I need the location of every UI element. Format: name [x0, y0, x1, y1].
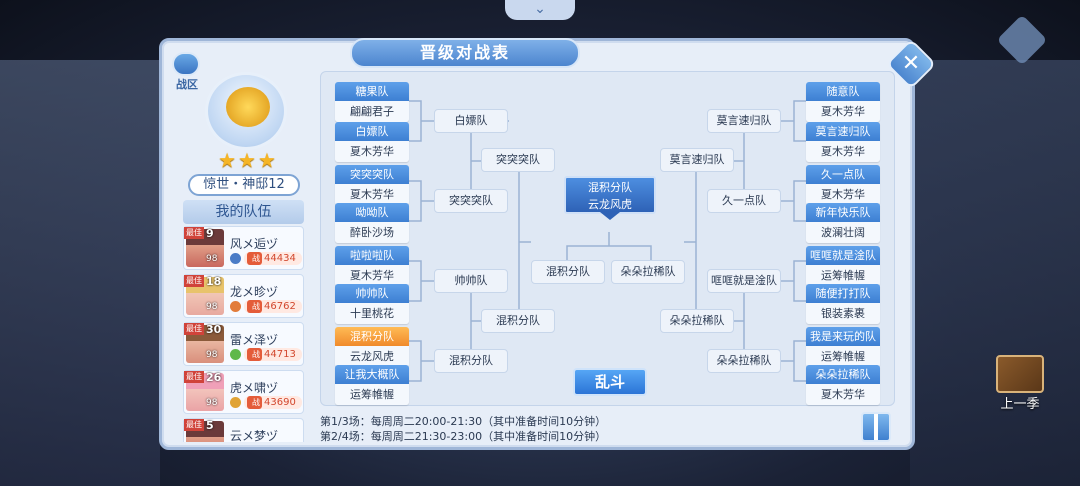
- gift-icon: [874, 414, 878, 440]
- round2-winner[interactable]: 白嫖队: [434, 109, 508, 133]
- class-icon: [230, 349, 241, 360]
- bracket-team-slot[interactable]: 哐哐就是淦队运筹帷幄: [806, 246, 880, 286]
- best-tag: 最佳: [184, 371, 204, 383]
- close-icon[interactable]: ✕: [901, 51, 921, 76]
- best-tag: 最佳: [184, 419, 204, 431]
- my-team-header: 我的队伍: [183, 200, 304, 224]
- bracket-team-slot[interactable]: 随便打打队银装素裹: [806, 284, 880, 324]
- best-tag: 最佳: [184, 227, 204, 239]
- member-name: 云メ梦ヅ: [230, 429, 279, 442]
- book-icon: [996, 355, 1044, 393]
- member-name: 雷メ泽ヅ: [230, 333, 279, 347]
- collapse-arrow-icon[interactable]: ⌄: [505, 0, 575, 20]
- class-icon: [230, 397, 241, 408]
- member-name: 龙メ昣ヅ: [230, 285, 279, 299]
- zone-label: 战区: [176, 78, 198, 91]
- round2-winner[interactable]: 突突突队: [434, 189, 508, 213]
- zone-icon: [172, 52, 200, 76]
- member-level: 98: [206, 350, 218, 360]
- bracket-team-slot[interactable]: 莫言速归队夏木芳华: [806, 122, 880, 162]
- class-icon: [230, 253, 241, 264]
- zone-button[interactable]: 战区: [172, 52, 202, 91]
- semifinal-winner[interactable]: 莫言速归队: [660, 148, 734, 172]
- prev-season-button[interactable]: 上一季: [990, 355, 1050, 415]
- team-member-row[interactable]: 最佳 5 云メ梦ヅ: [183, 418, 304, 442]
- bracket-team-slot[interactable]: 帅帅队十里桃花: [335, 284, 409, 324]
- schedule-line: 第1/3场：每周周二20:00-21:30（其中准备时间10分钟）: [320, 415, 607, 428]
- member-name: 风メ逅ヅ: [230, 237, 279, 251]
- bracket-team-slot-own[interactable]: 混积分队云龙风虎: [335, 327, 409, 367]
- background-right-scene: [910, 60, 1080, 486]
- member-rank: 26: [206, 371, 222, 384]
- schedule-info: 第1/3场：每周周二20:00-21:30（其中准备时间10分钟） 第2/4场：…: [320, 414, 606, 444]
- bracket-team-slot[interactable]: 随意队夏木芳华: [806, 82, 880, 122]
- golden-dragon-icon: [226, 87, 270, 127]
- dragon-emblem-icon: [205, 72, 287, 150]
- final-left[interactable]: 混积分队: [531, 260, 605, 284]
- member-name: 虎メ啸ヅ: [230, 381, 279, 395]
- class-icon: [230, 301, 241, 312]
- champion-leader: 云龙风虎: [588, 198, 632, 211]
- bracket-team-slot[interactable]: 久一点队夏木芳华: [806, 165, 880, 205]
- bracket-team-slot[interactable]: 朵朵拉稀队夏木芳华: [806, 365, 880, 405]
- round2-winner[interactable]: 久一点队: [707, 189, 781, 213]
- rank-stars: ★★★: [218, 148, 278, 172]
- member-level: 98: [206, 254, 218, 264]
- member-level: 98: [206, 302, 218, 312]
- member-rank: 5: [206, 419, 214, 432]
- final-right[interactable]: 朵朵拉稀队: [611, 260, 685, 284]
- round2-winner[interactable]: 莫言速归队: [707, 109, 781, 133]
- semifinal-winner[interactable]: 突突突队: [481, 148, 555, 172]
- melee-button[interactable]: 乱斗: [573, 368, 647, 396]
- member-rank: 30: [206, 323, 222, 336]
- schedule-line: 第2/4场：每周周二21:30-23:00（其中准备时间10分钟）: [320, 430, 607, 443]
- panel-title: 晋级对战表: [350, 38, 580, 68]
- bracket-team-slot[interactable]: 啦啦啦队夏木芳华: [335, 246, 409, 286]
- bracket-team-slot[interactable]: 呦呦队醉卧沙场: [335, 203, 409, 243]
- best-tag: 最佳: [184, 323, 204, 335]
- champion-banner: 混积分队 云龙风虎: [564, 176, 656, 220]
- background-left-scene: [0, 60, 160, 486]
- round2-winner[interactable]: 朵朵拉稀队: [707, 349, 781, 373]
- member-rank: 18: [206, 275, 222, 288]
- bracket-team-slot[interactable]: 突突突队夏木芳华: [335, 165, 409, 205]
- bracket-team-slot[interactable]: 新年快乐队波澜壮阔: [806, 203, 880, 243]
- round2-winner[interactable]: 哐哐就是淦队: [707, 269, 781, 293]
- member-rank: 9: [206, 227, 214, 240]
- bracket-team-slot[interactable]: 白嫖队夏木芳华: [335, 122, 409, 162]
- round2-winner[interactable]: 帅帅队: [434, 269, 508, 293]
- bracket-team-slot[interactable]: 糖果队翩翩君子: [335, 82, 409, 122]
- semifinal-winner[interactable]: 朵朵拉稀队: [660, 309, 734, 333]
- semifinal-winner[interactable]: 混积分队: [481, 309, 555, 333]
- bracket-team-slot[interactable]: 让我大概队运筹帷幄: [335, 365, 409, 405]
- member-level: 98: [206, 398, 218, 408]
- tournament-bracket: 糖果队翩翩君子 白嫖队夏木芳华 突突突队夏木芳华 呦呦队醉卧沙场 啦啦啦队夏木芳…: [320, 71, 895, 406]
- round2-winner[interactable]: 混积分队: [434, 349, 508, 373]
- bracket-team-slot[interactable]: 我是来玩的队运筹帷幄: [806, 327, 880, 367]
- server-name: 惊世・神邸12: [188, 174, 300, 196]
- best-tag: 最佳: [184, 275, 204, 287]
- gift-button[interactable]: [861, 412, 891, 442]
- prev-season-label: 上一季: [1000, 397, 1040, 412]
- champion-team: 混积分队: [588, 181, 632, 194]
- corner-menu-icon[interactable]: [996, 14, 1048, 66]
